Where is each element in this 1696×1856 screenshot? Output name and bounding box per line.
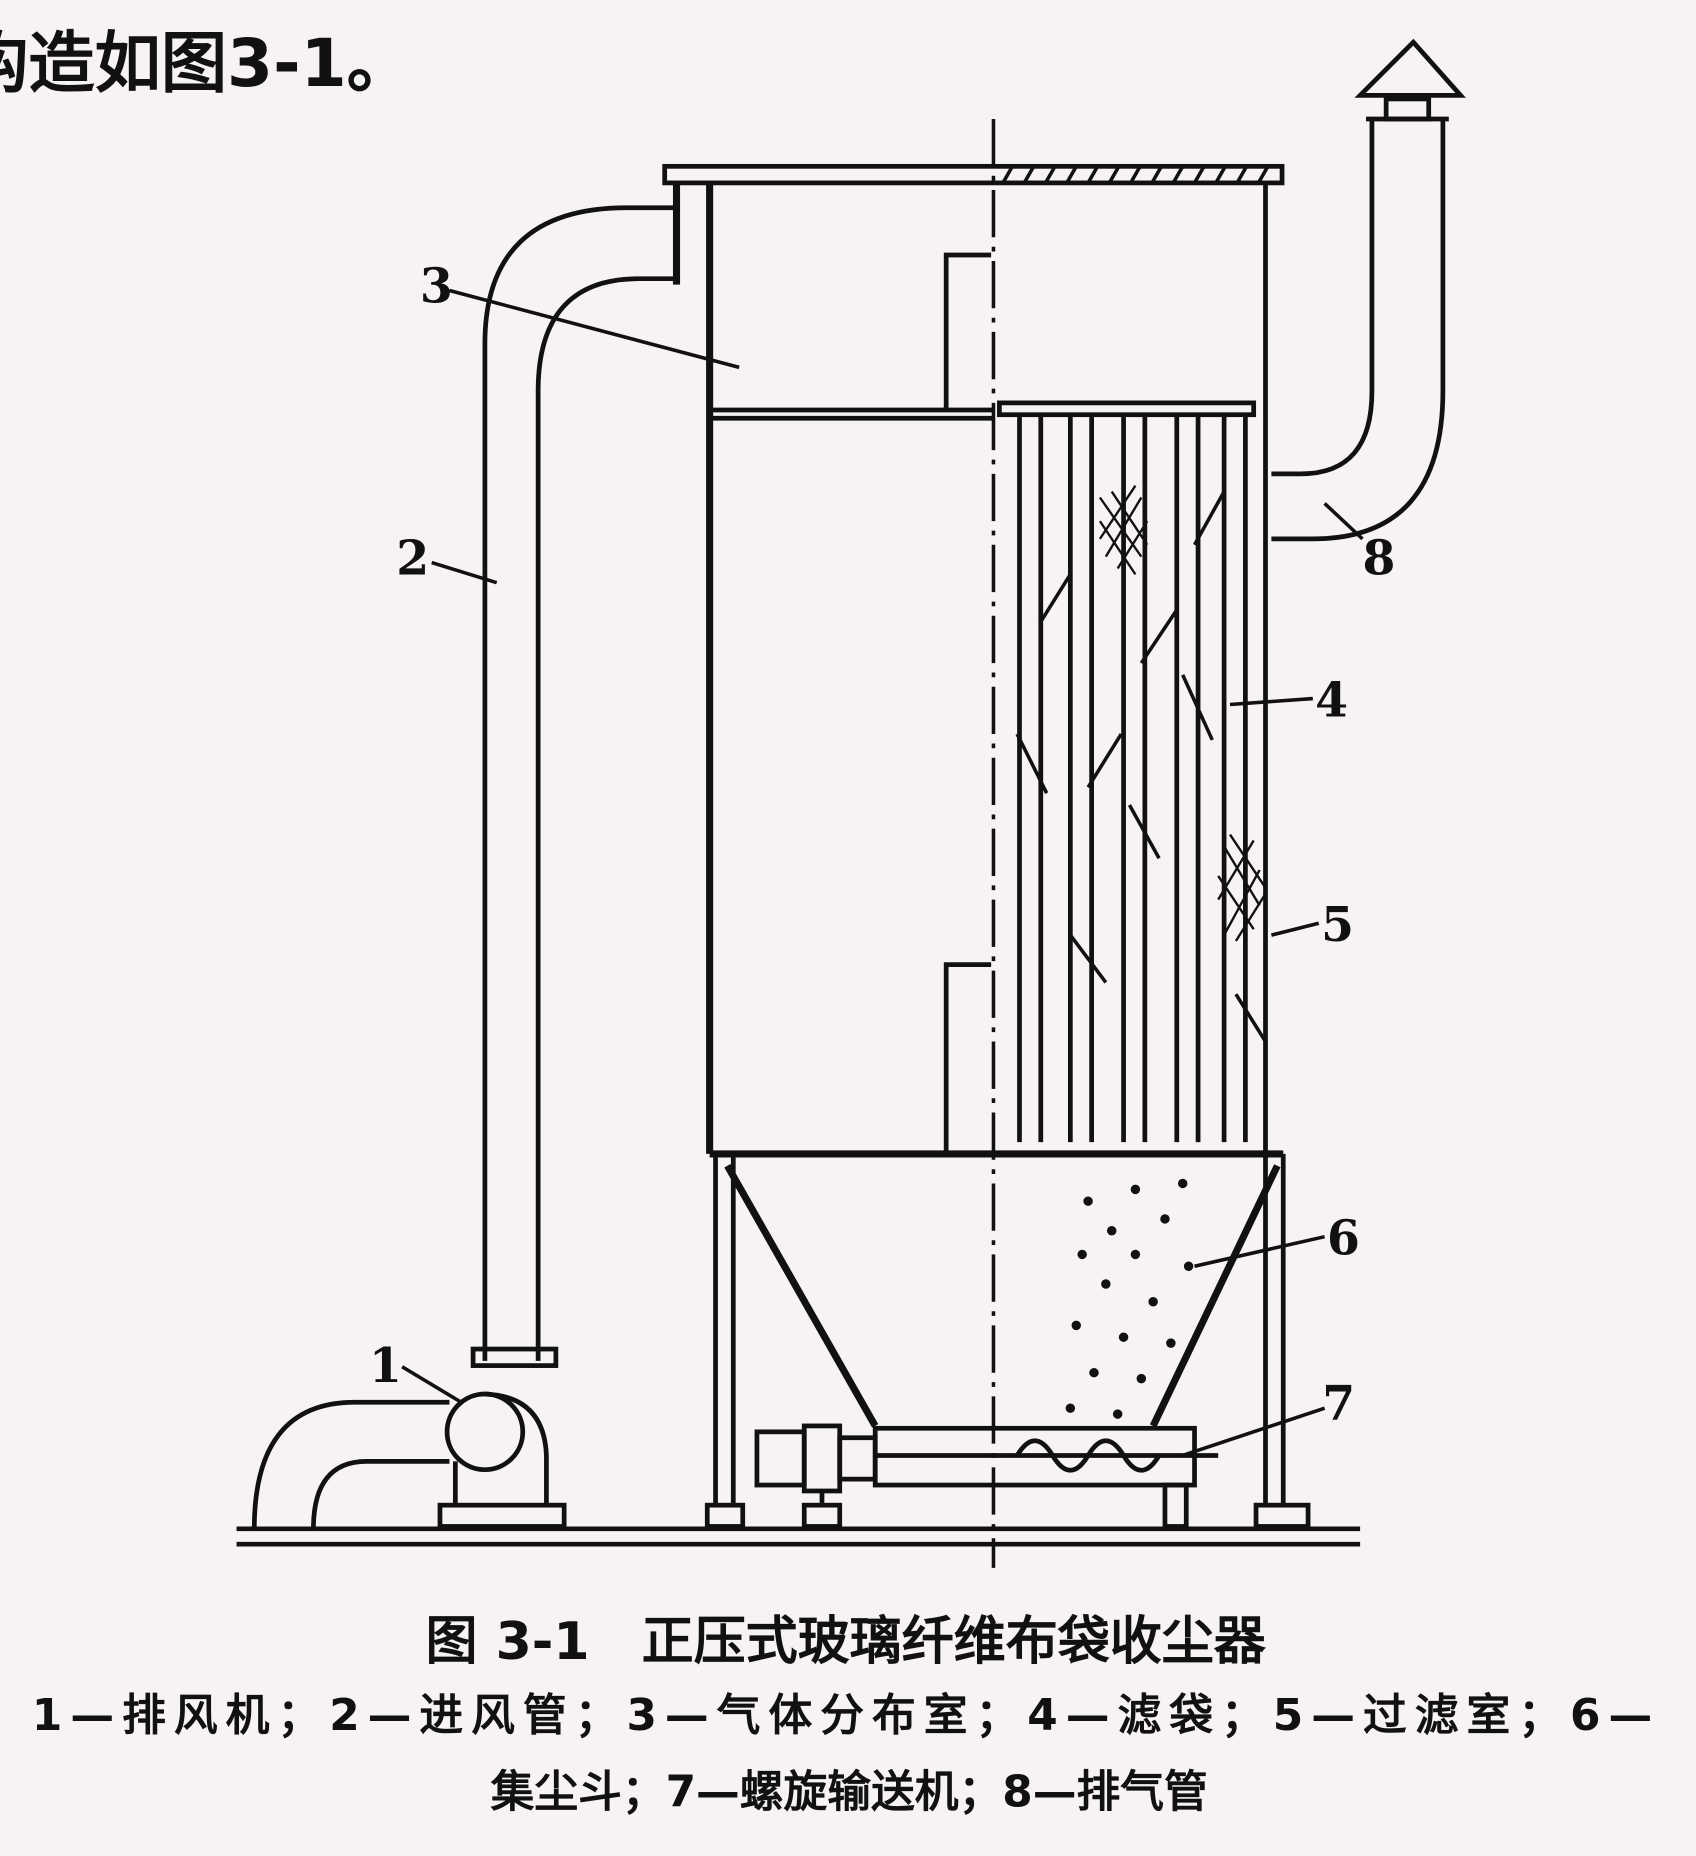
label-5: 5 [1321, 898, 1354, 953]
housing [672, 182, 1284, 1158]
figure-legend-line1: 1—排风机；2—进风管；3—气体分布室；4—滤袋；5—过滤室；6— [32, 1690, 1652, 1741]
ground-line [236, 1526, 1361, 1547]
filter-bags [997, 400, 1257, 1143]
dust-mesh [1098, 485, 1267, 942]
header-text: 构造如图3-1。 [0, 25, 413, 102]
exhaust-pipe [1271, 38, 1466, 542]
top-plate [662, 163, 1285, 186]
label-8: 8 [1362, 531, 1395, 586]
inlet-pipe [482, 205, 677, 1361]
exhaust-fan [251, 1346, 567, 1529]
screw-conveyor [754, 1423, 1219, 1529]
label-1: 1 [369, 1339, 402, 1394]
label-6: 6 [1327, 1211, 1360, 1266]
support-legs [704, 1153, 1311, 1529]
airflow-arrows [1015, 490, 1267, 1043]
label-4: 4 [1315, 673, 1348, 728]
part-labels [401, 288, 1364, 1458]
label-2: 2 [396, 531, 429, 586]
dust-collector-diagram: 1 2 3 4 5 6 7 8 [236, 38, 1466, 1568]
figure-legend-line2: 集尘斗；7—螺旋输送机；8—排气管 [490, 1767, 1208, 1818]
figure-caption: 图 3-1 正压式玻璃纤维布袋收尘器 [425, 1612, 1266, 1672]
label-7: 7 [1322, 1377, 1355, 1432]
label-3: 3 [420, 259, 453, 314]
dust-hopper [724, 1163, 1281, 1428]
